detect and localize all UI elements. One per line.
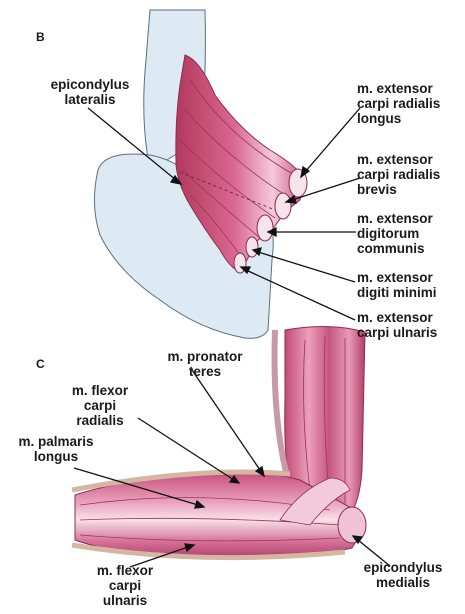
label-m-extensor-carpi-radialis-brevis: m. extensor carpi radialis brevis xyxy=(357,152,465,197)
label-m-palmaris-longus: m. palmaris longus xyxy=(6,434,106,464)
label-m-flexor-carpi-ulnaris: m. flexor carpi ulnaris xyxy=(80,563,170,608)
label-epicondylus-medialis: epicondylus medialis xyxy=(348,560,458,590)
panel-b-drawing xyxy=(94,10,307,338)
label-m-extensor-digitorum-communis: m. extensor digitorum communis xyxy=(357,211,465,256)
label-m-extensor-digiti-minimi: m. extensor digiti minimi xyxy=(357,270,465,300)
edc-cut xyxy=(257,215,273,241)
label-m-extensor-carpi-ulnaris: m. extensor carpi ulnaris xyxy=(357,310,465,340)
edm-cut xyxy=(246,237,258,257)
ecrb-cut xyxy=(275,193,291,219)
panel-letter-b: B xyxy=(36,30,45,44)
label-epicondylus-lateralis: epicondylus lateralis xyxy=(30,77,150,107)
label-m-extensor-carpi-radialis-longus: m. extensor carpi radialis longus xyxy=(357,81,465,126)
panel-letter-c: C xyxy=(36,357,45,371)
label-m-flexor-carpi-radialis: m. flexor carpi radialis xyxy=(50,383,150,428)
label-m-pronator-teres: m. pronator teres xyxy=(150,349,260,379)
